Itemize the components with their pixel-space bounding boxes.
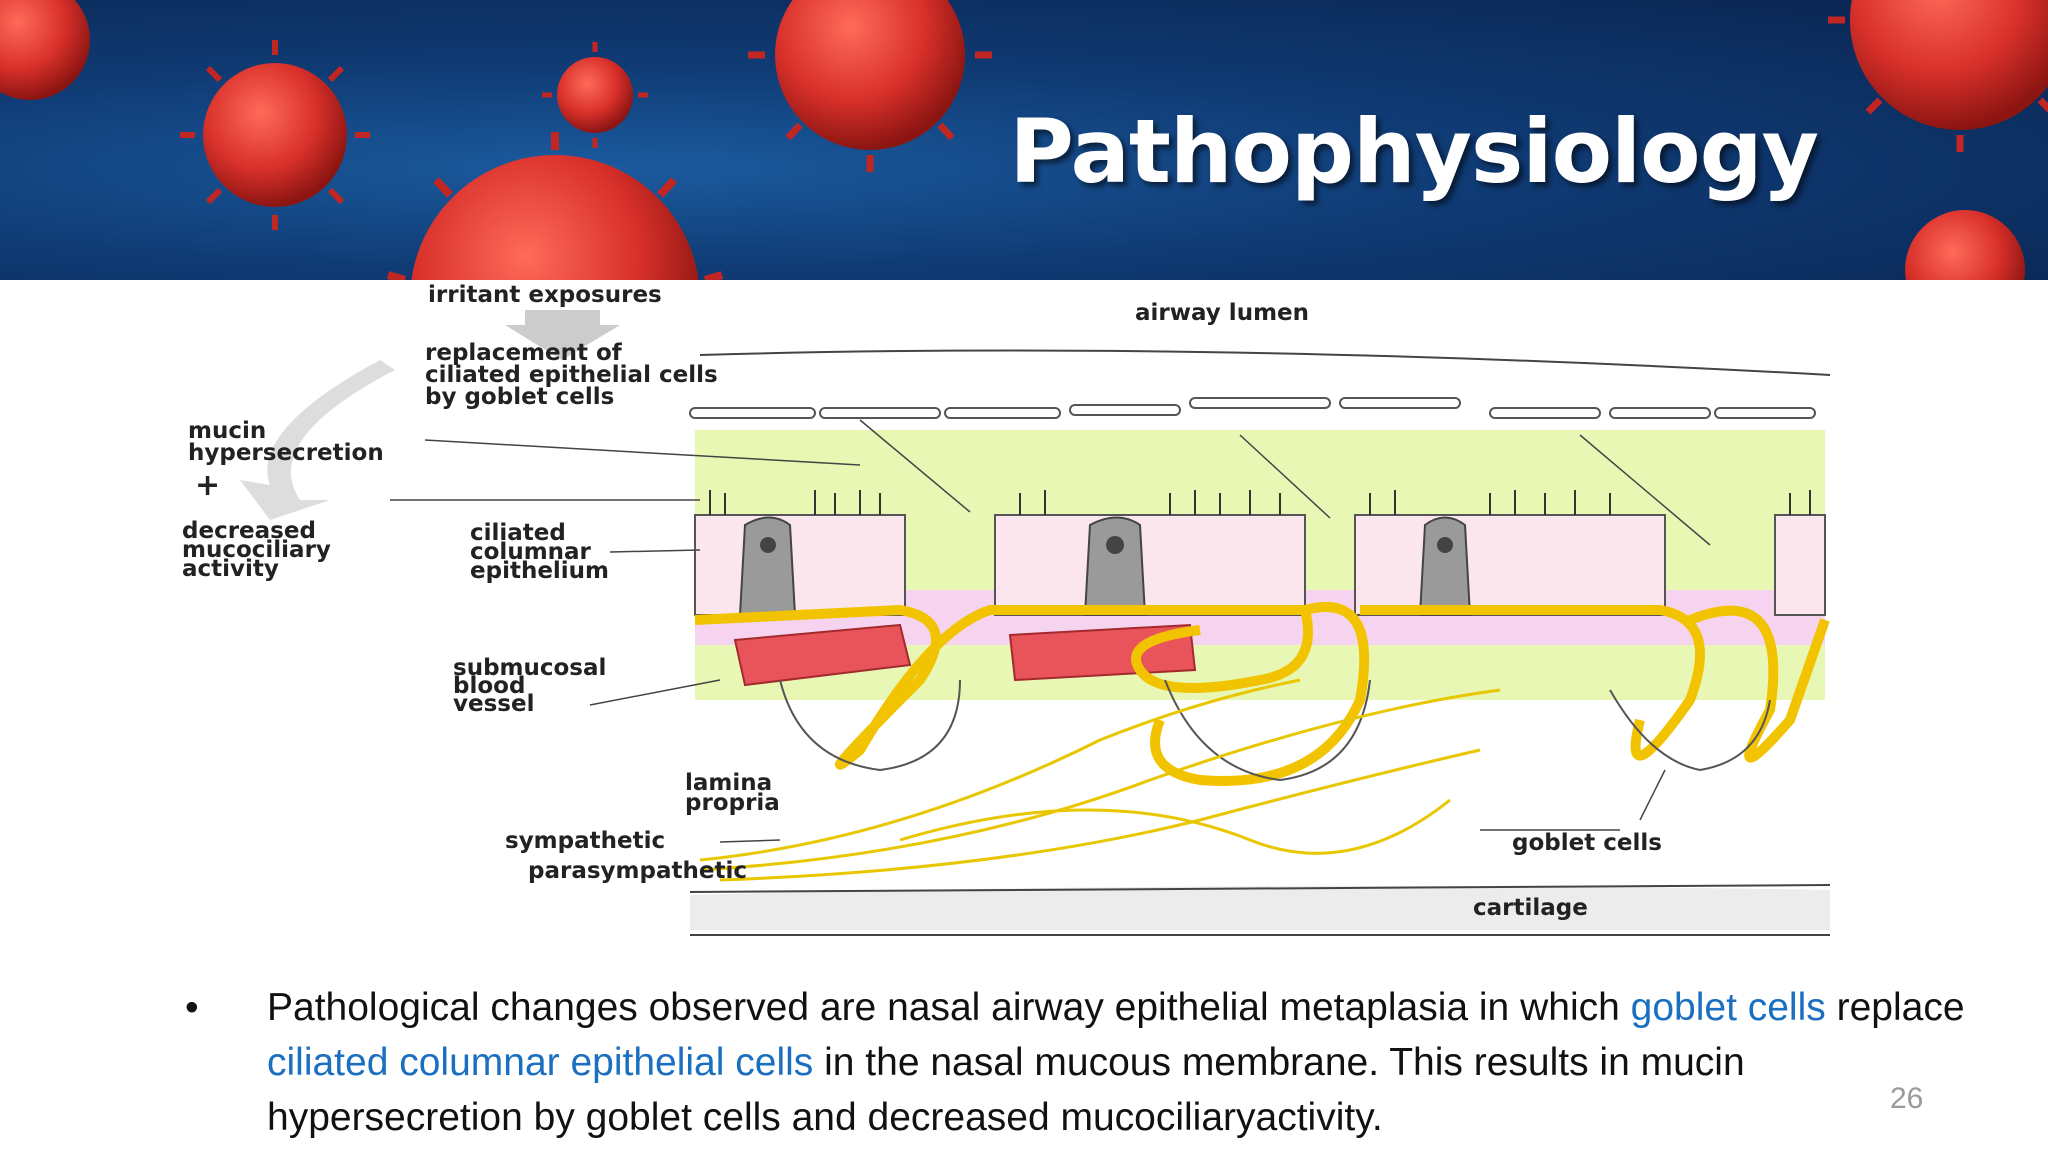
virus-icon — [0, 0, 90, 100]
header-banner: Pathophysiology — [0, 0, 2048, 280]
bullet-text: Pathological changes observed are nasal … — [267, 980, 1967, 1145]
label-submucosal-3: vessel — [453, 691, 534, 717]
label-goblet-cells: goblet cells — [1512, 830, 1662, 856]
virus-icon — [542, 42, 648, 148]
virus-icon — [748, 0, 992, 172]
label-airway-lumen: airway lumen — [1135, 300, 1309, 326]
bullet-text-seg5: in the nasal mucous membrane. This resul… — [267, 1041, 1745, 1139]
virus-icon — [180, 40, 370, 230]
leader-lines — [390, 419, 1711, 843]
label-mucin-2: hypersecretion — [188, 440, 384, 466]
goblet-cell — [738, 516, 797, 616]
label-sympathetic: sympathetic — [505, 828, 665, 854]
label-decreased-1: decreased — [182, 518, 316, 544]
gland-outline — [779, 679, 1771, 782]
virus-icon — [386, 132, 724, 280]
label-lamina-2: propria — [685, 790, 780, 816]
label-parasympathetic: parasympathetic — [528, 858, 747, 884]
label-replacement-3: by goblet cells — [425, 384, 614, 410]
bullet-text-seg1: Pathological changes observed are nasal … — [267, 986, 1631, 1029]
label-ciliated-2: columnar — [470, 539, 592, 565]
virus-icon — [1905, 210, 2025, 280]
label-decreased-3: activity — [182, 556, 279, 582]
bullet-text-seg3: replace — [1825, 986, 1965, 1029]
label-decreased-2: mucociliary — [182, 537, 331, 563]
label-submucosal-1: submucosal — [453, 655, 606, 681]
label-irritant: irritant exposures — [428, 282, 662, 308]
link-ciliated-cells[interactable]: ciliated columnar epithelial cells — [267, 1041, 814, 1084]
virus-icon — [1828, 0, 2048, 152]
down-arrow-icon — [505, 310, 620, 360]
virus-background — [0, 0, 2048, 280]
mucus-layer — [689, 397, 1816, 419]
slide-title: Pathophysiology — [1009, 100, 1819, 203]
label-plus: + — [195, 468, 220, 503]
airway-diagram-svg: irritant exposures replacement of ciliat… — [182, 282, 1831, 936]
link-goblet-cells[interactable]: goblet cells — [1630, 986, 1826, 1029]
label-submucosal-2: blood — [453, 673, 525, 699]
bullet-marker: • — [185, 986, 199, 1029]
blood-vessel — [733, 623, 912, 687]
label-mucin-1: mucin — [188, 418, 266, 444]
label-ciliated-1: ciliated — [470, 520, 566, 546]
label-cartilage: cartilage — [1473, 895, 1588, 921]
goblet-cell — [1418, 516, 1472, 616]
page-number: 26 — [1890, 1082, 1924, 1115]
airway-diagram: irritant exposures replacement of ciliat… — [0, 280, 2048, 960]
label-lamina-1: lamina — [685, 770, 772, 796]
label-ciliated-3: epithelium — [470, 558, 609, 584]
cartilage-layer — [690, 886, 1830, 930]
ciliated-columnar-epithelium — [694, 490, 1826, 616]
label-replacement-2: ciliated epithelial cells — [425, 362, 718, 388]
basement-membrane — [694, 601, 1830, 786]
goblet-cell — [1083, 516, 1147, 616]
nerve-fibers — [699, 678, 1501, 882]
curved-arrow-icon — [240, 360, 395, 520]
lumen-line — [699, 349, 1831, 376]
label-replacement-1: replacement of — [425, 340, 623, 366]
